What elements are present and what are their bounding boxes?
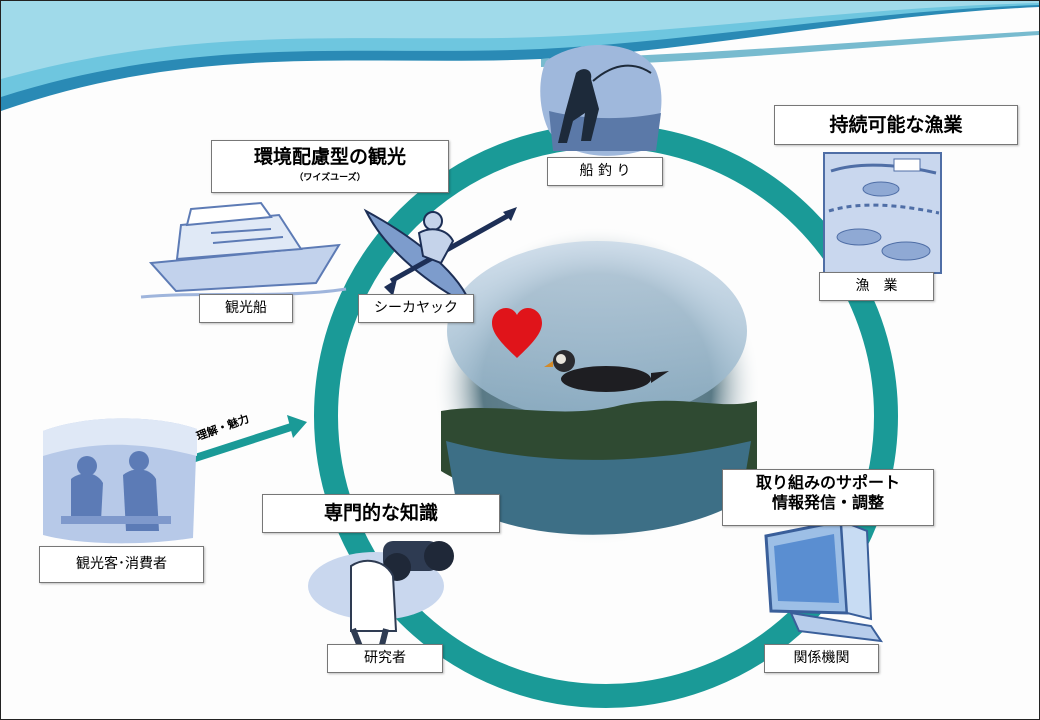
eco-tourism-title: 環境配慮型の観光 xyxy=(253,146,406,168)
researchers-label: 研究者 xyxy=(327,644,443,673)
sightseeing-boat-label: 観光船 xyxy=(199,294,293,323)
heart-icon xyxy=(492,308,542,358)
expert-knowledge-title-box: 専門的な知識 xyxy=(262,494,500,533)
header-wave xyxy=(1,1,1039,111)
support-title-box: 取り組みのサポート 情報発信・調整 xyxy=(722,469,934,526)
center-photo xyxy=(433,226,761,546)
fishery-label: 漁 業 xyxy=(819,272,934,301)
tourists-clipart-icon xyxy=(43,418,197,544)
expert-knowledge-title: 専門的な知識 xyxy=(323,502,438,524)
sightseeing-boat-clipart-icon xyxy=(140,201,347,299)
support-title-line2: 情報発信・調整 xyxy=(771,493,884,512)
angler-clipart-icon xyxy=(540,44,662,156)
boat-fishing-label: 船 釣 り xyxy=(547,157,663,186)
agencies-label: 関係機関 xyxy=(764,644,879,673)
understanding-arrow xyxy=(187,415,307,464)
sustainable-fishery-title-box: 持続可能な漁業 xyxy=(774,105,1018,145)
sea-kayak-label: シーカヤック xyxy=(358,294,474,323)
fishery-clipart-icon xyxy=(823,152,942,274)
tourists-consumers-label: 観光客･消費者 xyxy=(39,546,204,583)
sustainable-fishery-title: 持続可能な漁業 xyxy=(829,114,963,136)
computer-monitor-icon xyxy=(764,519,884,643)
support-title-line1: 取り組みのサポート xyxy=(755,473,900,492)
eco-tourism-subtitle: （ワイズユーズ） xyxy=(294,173,366,183)
eco-tourism-title-box: 環境配慮型の観光 （ワイズユーズ） xyxy=(211,140,449,193)
